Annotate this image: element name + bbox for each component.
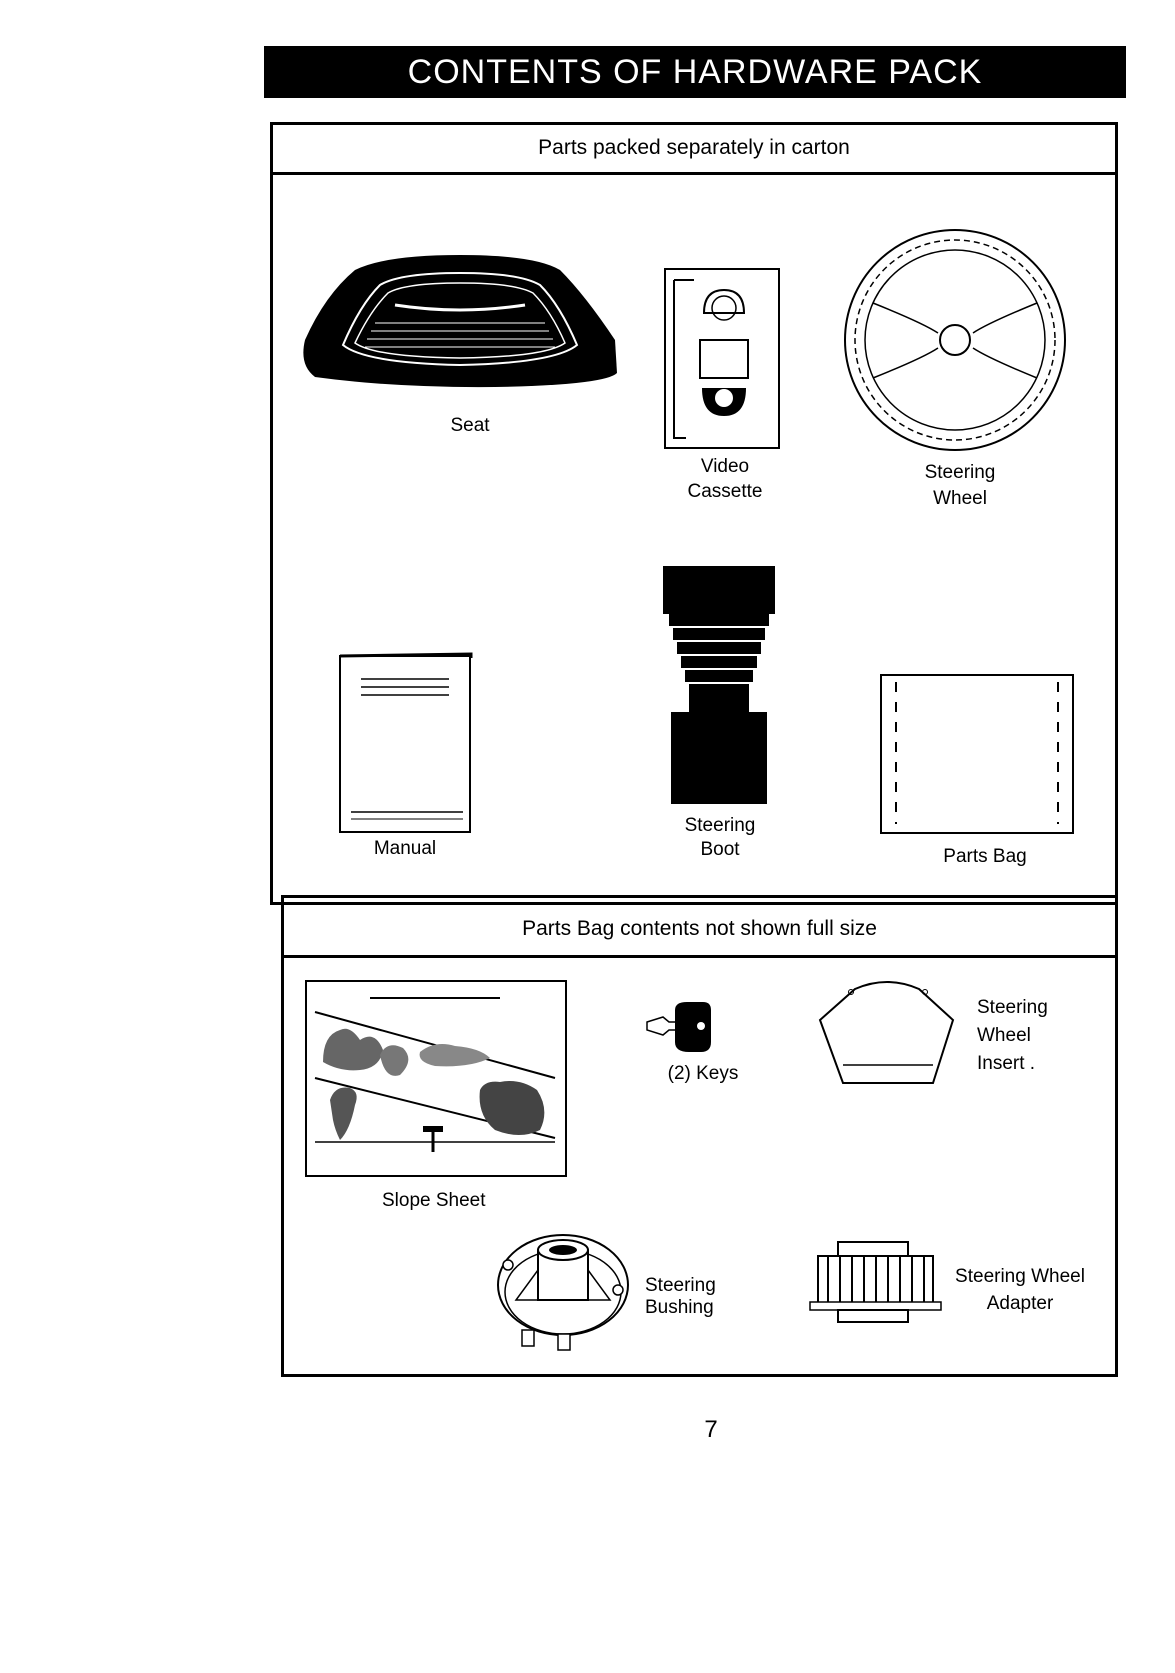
steering-boot-label-line2: Boot bbox=[665, 838, 775, 862]
page-title: CONTENTS OF HARDWARE PACK bbox=[264, 46, 1126, 98]
keys-label: (2) Keys bbox=[648, 1062, 758, 1086]
steering-wheel-label-line2: Wheel bbox=[905, 487, 1015, 511]
carton-header-divider bbox=[270, 172, 1118, 175]
key-icon bbox=[645, 1000, 725, 1055]
seat-icon bbox=[295, 245, 620, 395]
parts-bag-header-divider bbox=[281, 955, 1118, 958]
parts-bag-heading: Parts Bag contents not shown full size bbox=[281, 917, 1118, 941]
steering-bushing-icon bbox=[496, 1230, 631, 1355]
steering-wheel-insert-label-line1: Steering bbox=[977, 994, 1087, 1022]
slope-sheet-icon bbox=[305, 980, 570, 1180]
parts-bag-label: Parts Bag bbox=[925, 845, 1045, 869]
slope-sheet-label: Slope Sheet bbox=[382, 1187, 522, 1215]
steering-boot-icon bbox=[663, 566, 778, 806]
steering-wheel-adapter-label-line1: Steering Wheel bbox=[945, 1265, 1095, 1289]
manual-icon bbox=[339, 654, 474, 834]
steering-wheel-adapter-label-line2: Adapter bbox=[945, 1292, 1095, 1316]
steering-wheel-label-line1: Steering bbox=[905, 461, 1015, 485]
manual-label: Manual bbox=[350, 837, 460, 861]
seat-label: Seat bbox=[420, 414, 520, 438]
steering-wheel-adapter-icon bbox=[808, 1240, 943, 1325]
steering-wheel-insert-label-line3: Insert . bbox=[977, 1050, 1087, 1078]
video-cassette-icon bbox=[664, 268, 784, 453]
steering-boot-label-line1: Steering bbox=[665, 814, 775, 838]
steering-bushing-label-line2: Bushing bbox=[645, 1294, 755, 1322]
steering-wheel-icon bbox=[843, 228, 1068, 453]
steering-wheel-insert-icon bbox=[815, 975, 960, 1087]
steering-wheel-insert-label-line2: Wheel bbox=[977, 1022, 1087, 1050]
video-cassette-label-line2: Cassette bbox=[670, 480, 780, 504]
parts-bag-icon bbox=[880, 674, 1075, 836]
video-cassette-label-line1: Video bbox=[670, 455, 780, 479]
page-number: 7 bbox=[696, 1416, 726, 1444]
carton-heading: Parts packed separately in carton bbox=[270, 136, 1118, 160]
